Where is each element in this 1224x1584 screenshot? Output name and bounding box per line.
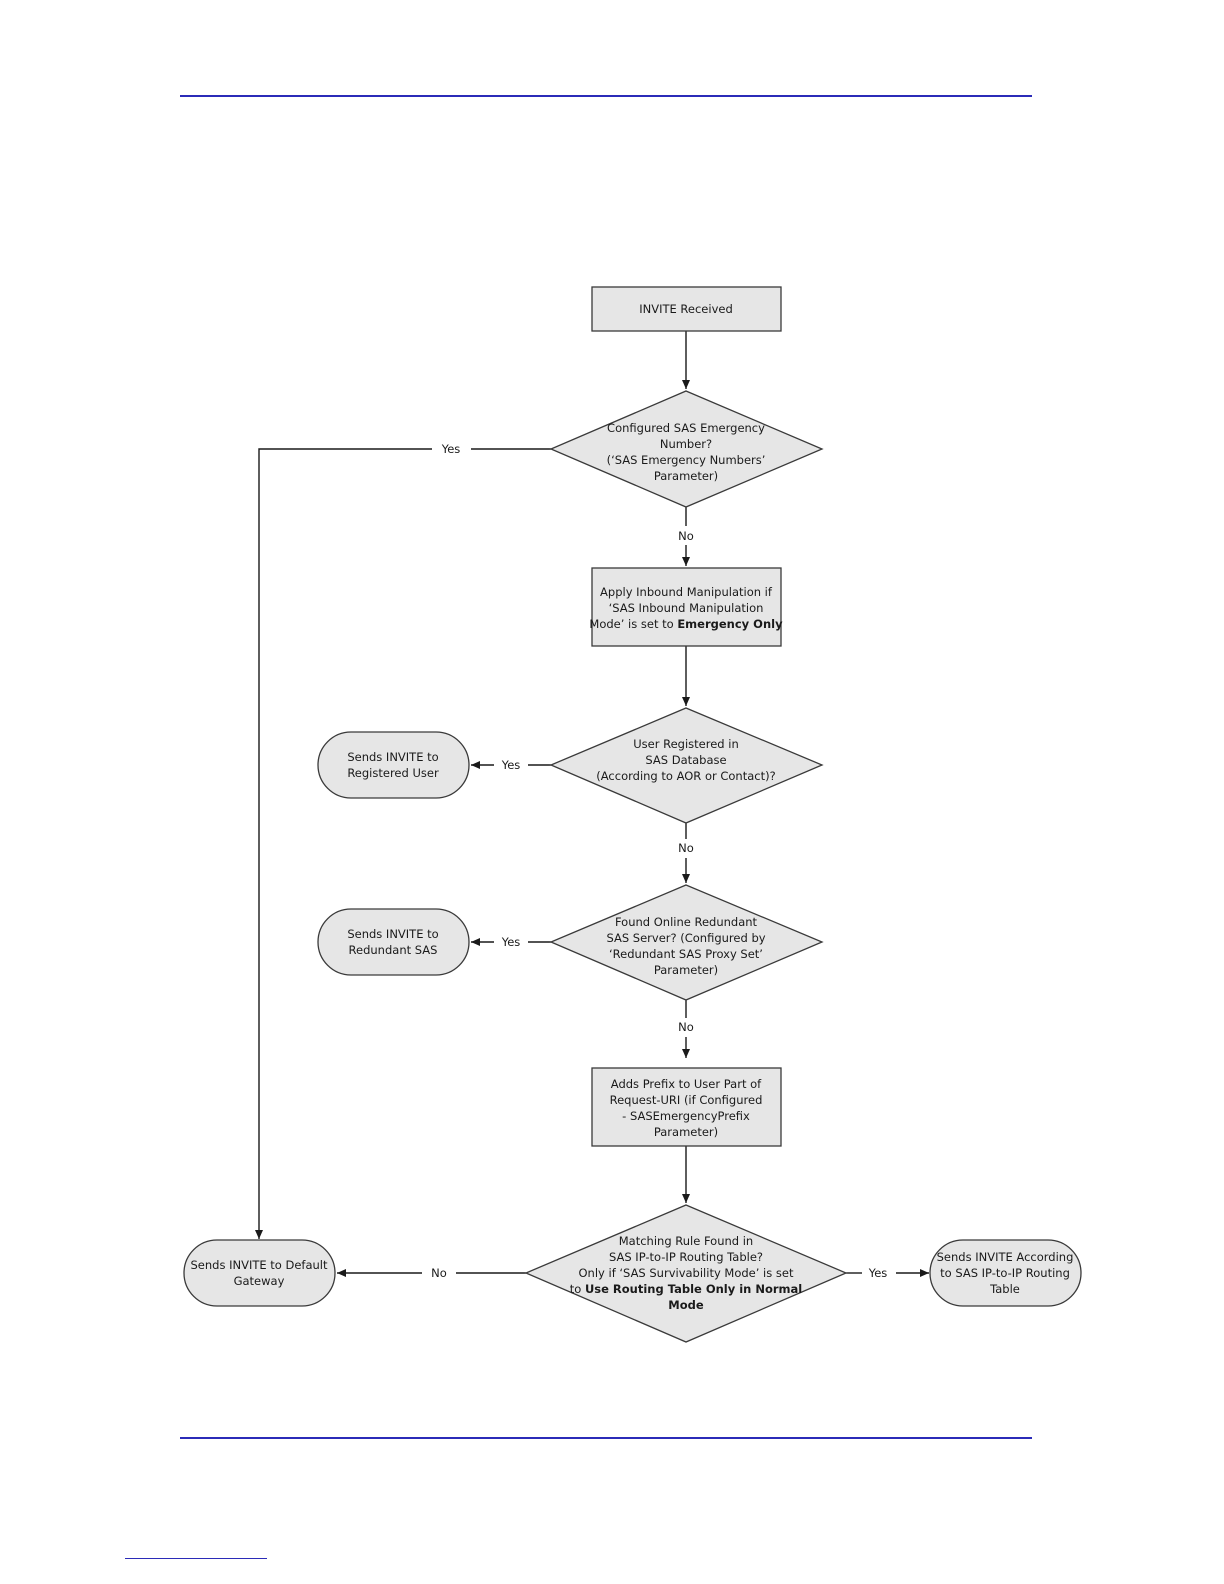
label-line: SAS Database (645, 753, 726, 767)
label-line: User Registered in (633, 737, 738, 751)
decision-user-registered (549, 707, 824, 824)
label-line: SAS Server? (Configured by (606, 931, 765, 945)
footer-rule (180, 1437, 1032, 1439)
label-line: Adds Prefix to User Part of (611, 1077, 762, 1091)
label-invite-received: INVITE Received (639, 302, 733, 316)
label-line: - SASEmergencyPrefix (622, 1109, 750, 1123)
edge-label-registered-no: No (678, 841, 694, 855)
edge-label-emergency-no: No (678, 529, 694, 543)
edge-label-redundant-yes: Yes (501, 935, 521, 949)
label-line: Sends INVITE to (347, 750, 438, 764)
label-line: Parameter) (654, 963, 718, 977)
shapes (183, 286, 1082, 1343)
decision-redundant-sas (549, 884, 824, 1001)
label-redundant-sas: Sends INVITE to Redundant SAS (347, 927, 438, 957)
label-line: Only if ‘SAS Survivability Mode’ is set (579, 1266, 794, 1280)
node-labels: INVITE Received Configured SAS Emergency… (190, 302, 1073, 1312)
label-line: Sends INVITE to Default (190, 1258, 328, 1272)
label-line: SAS IP-to-IP Routing Table? (609, 1250, 763, 1264)
header-rule (180, 95, 1032, 97)
label-line: Redundant SAS (349, 943, 438, 957)
label-line: Found Online Redundant (615, 915, 758, 929)
label-line: ‘Redundant SAS Proxy Set’ (609, 947, 763, 961)
label-line: Number? (660, 437, 712, 451)
edge-label-matching-no: No (431, 1266, 447, 1280)
node-inbound-manipulation (591, 567, 782, 647)
label-line: (‘SAS Emergency Numbers’ (607, 453, 766, 467)
terminal-registered-user (317, 731, 470, 799)
edge-label-emergency-yes: Yes (441, 442, 461, 456)
node-adds-prefix (591, 1067, 782, 1147)
label-matching-rule: Matching Rule Found in SAS IP-to-IP Routi… (570, 1234, 803, 1312)
label-inbound-manipulation: Apply Inbound Manipulation if ‘SAS Inboun… (589, 585, 783, 631)
label-line: Use Routing Table Only in Normal (585, 1282, 802, 1296)
label-line: ‘SAS Inbound Manipulation (609, 601, 764, 615)
connectors (255, 331, 929, 1277)
edge-emergency-yes-b (255, 448, 432, 1239)
label-line: Sends INVITE According (937, 1250, 1074, 1264)
decision-emergency-number (549, 390, 824, 508)
label-line: Table (989, 1282, 1020, 1296)
label-adds-prefix: Adds Prefix to User Part of Request-URI (… (610, 1077, 763, 1139)
label-line: (According to AOR or Contact)? (596, 769, 775, 783)
terminal-default-gateway (183, 1239, 336, 1307)
label-line: Parameter) (654, 1125, 718, 1139)
terminal-routing-table (929, 1239, 1082, 1307)
label-line: Parameter) (654, 469, 718, 483)
decision-matching-rule (524, 1204, 848, 1343)
label-line: Sends INVITE to (347, 927, 438, 941)
label-line: Gateway (234, 1274, 285, 1288)
label-line: Matching Rule Found in (619, 1234, 753, 1248)
edge-label-registered-yes: Yes (501, 758, 521, 772)
node-invite-received (591, 286, 782, 332)
edge-labels: Yes No Yes No Yes No No Yes (431, 442, 887, 1280)
label-routing-table: Sends INVITE According to SAS IP-to-IP Ro… (937, 1250, 1074, 1296)
label-line: Mode’ is set to (589, 617, 677, 631)
label-registered-user: Sends INVITE to Registered User (347, 750, 439, 780)
label-line: Configured SAS Emergency (607, 421, 765, 435)
label-line: INVITE Received (639, 302, 733, 316)
label-line: Mode (668, 1298, 704, 1312)
label-line: to (570, 1282, 585, 1296)
label-line: Request-URI (if Configured (610, 1093, 763, 1107)
footer-link-underline (125, 1558, 267, 1559)
label-line: Apply Inbound Manipulation if (600, 585, 773, 599)
label-line: Emergency Only (677, 617, 783, 631)
terminal-redundant-sas (317, 908, 470, 976)
edge-label-matching-yes: Yes (868, 1266, 888, 1280)
label-line: to SAS IP-to-IP Routing (940, 1266, 1070, 1280)
edge-label-redundant-no: No (678, 1020, 694, 1034)
label-line: Registered User (347, 766, 439, 780)
label-user-registered: User Registered in SAS Database (According… (596, 737, 775, 783)
